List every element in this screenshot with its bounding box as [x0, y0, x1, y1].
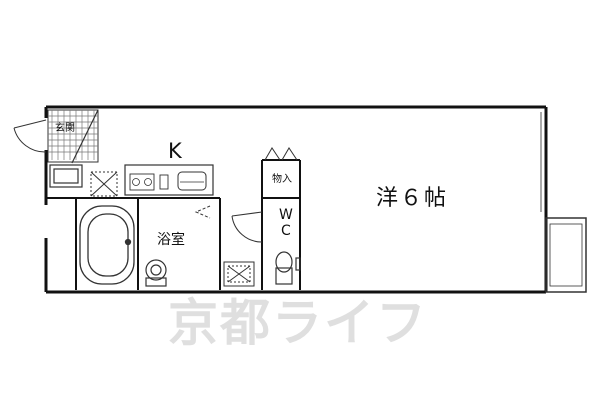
wc-label-line1: W — [279, 207, 293, 223]
wc-label-line2: C — [281, 223, 291, 239]
shoe-cabinet-icon — [49, 164, 83, 188]
western-room-label: 洋６帖 — [376, 186, 449, 211]
genkan-label: 玄関 — [55, 123, 75, 134]
balcony — [545, 217, 587, 293]
toilet-icon — [275, 251, 301, 285]
bathroom-door-icon — [194, 205, 211, 219]
bathtub-icon — [79, 205, 135, 285]
kitchen-counter — [124, 164, 214, 196]
closet-label: 物入 — [272, 174, 292, 185]
wc-label: W C — [279, 207, 293, 239]
washer-space-icon — [90, 171, 118, 197]
wash-basin-icon — [145, 259, 167, 287]
watermark-logo: 京都ライフ — [168, 294, 428, 352]
wc-door-icon — [231, 211, 263, 243]
laundry-pan-icon — [223, 261, 255, 287]
entrance-door-icon — [13, 119, 47, 153]
interior-walls — [46, 159, 301, 290]
closet-door-icon — [264, 147, 298, 161]
kitchen-label: K — [168, 139, 182, 163]
entrance-area — [47, 109, 99, 164]
bathroom-label: 浴室 — [157, 232, 185, 248]
outer-walls — [44, 105, 548, 294]
